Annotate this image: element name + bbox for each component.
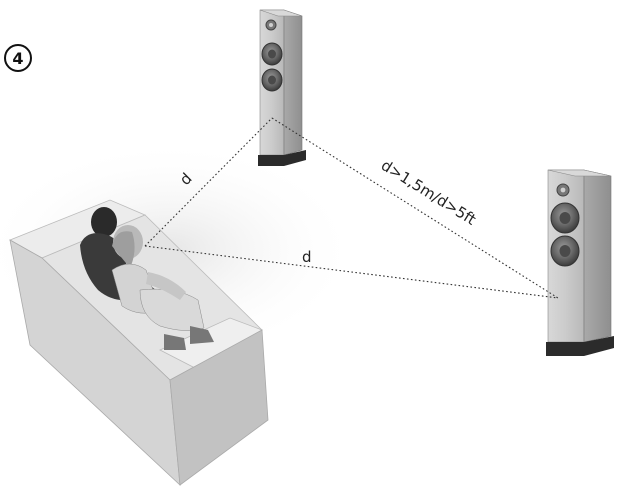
listener-head — [91, 207, 117, 237]
listeners — [80, 207, 214, 350]
speaker-right — [546, 169, 614, 356]
distance-label-speakers: d>1,5m/d>5ft — [378, 156, 479, 229]
distance-label-bottom: d — [302, 248, 312, 266]
line-listener-to-right — [144, 245, 559, 299]
step-number-badge: 4 — [4, 44, 32, 72]
distance-lines — [144, 117, 559, 299]
speaker-center — [258, 9, 306, 166]
line-center-to-right — [271, 117, 559, 299]
